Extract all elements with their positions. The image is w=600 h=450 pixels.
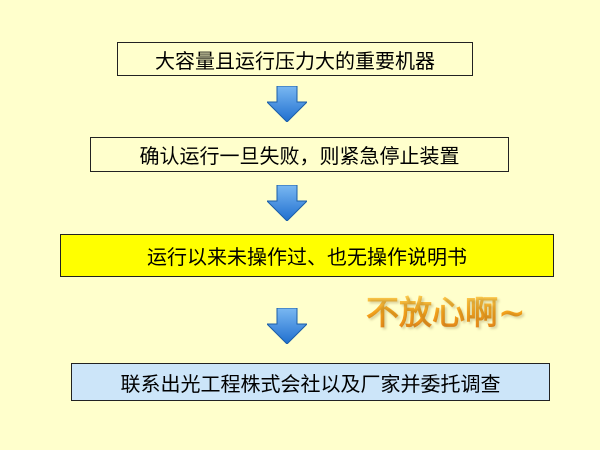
flow-step-2: 确认运行一旦失败，则紧急停止装置 — [90, 137, 509, 172]
flow-step-3-label: 运行以来未操作过、也无操作说明书 — [147, 245, 467, 269]
exclamation-text: 不放心啊~ — [366, 286, 526, 334]
flow-step-3: 运行以来未操作过、也无操作说明书 — [60, 234, 554, 277]
flow-step-4: 联系出光工程株式会社以及厂家并委托调查 — [71, 363, 550, 401]
down-arrow-icon — [267, 185, 307, 221]
flow-step-4-label: 联系出光工程株式会社以及厂家并委托调查 — [120, 371, 501, 396]
down-arrow-icon — [267, 86, 307, 122]
down-arrow-icon — [267, 308, 307, 344]
flow-step-1: 大容量且运行压力大的重要机器 — [117, 42, 473, 76]
flow-step-2-label: 确认运行一旦失败，则紧急停止装置 — [139, 144, 460, 168]
flow-step-1-label: 大容量且运行压力大的重要机器 — [155, 48, 435, 73]
